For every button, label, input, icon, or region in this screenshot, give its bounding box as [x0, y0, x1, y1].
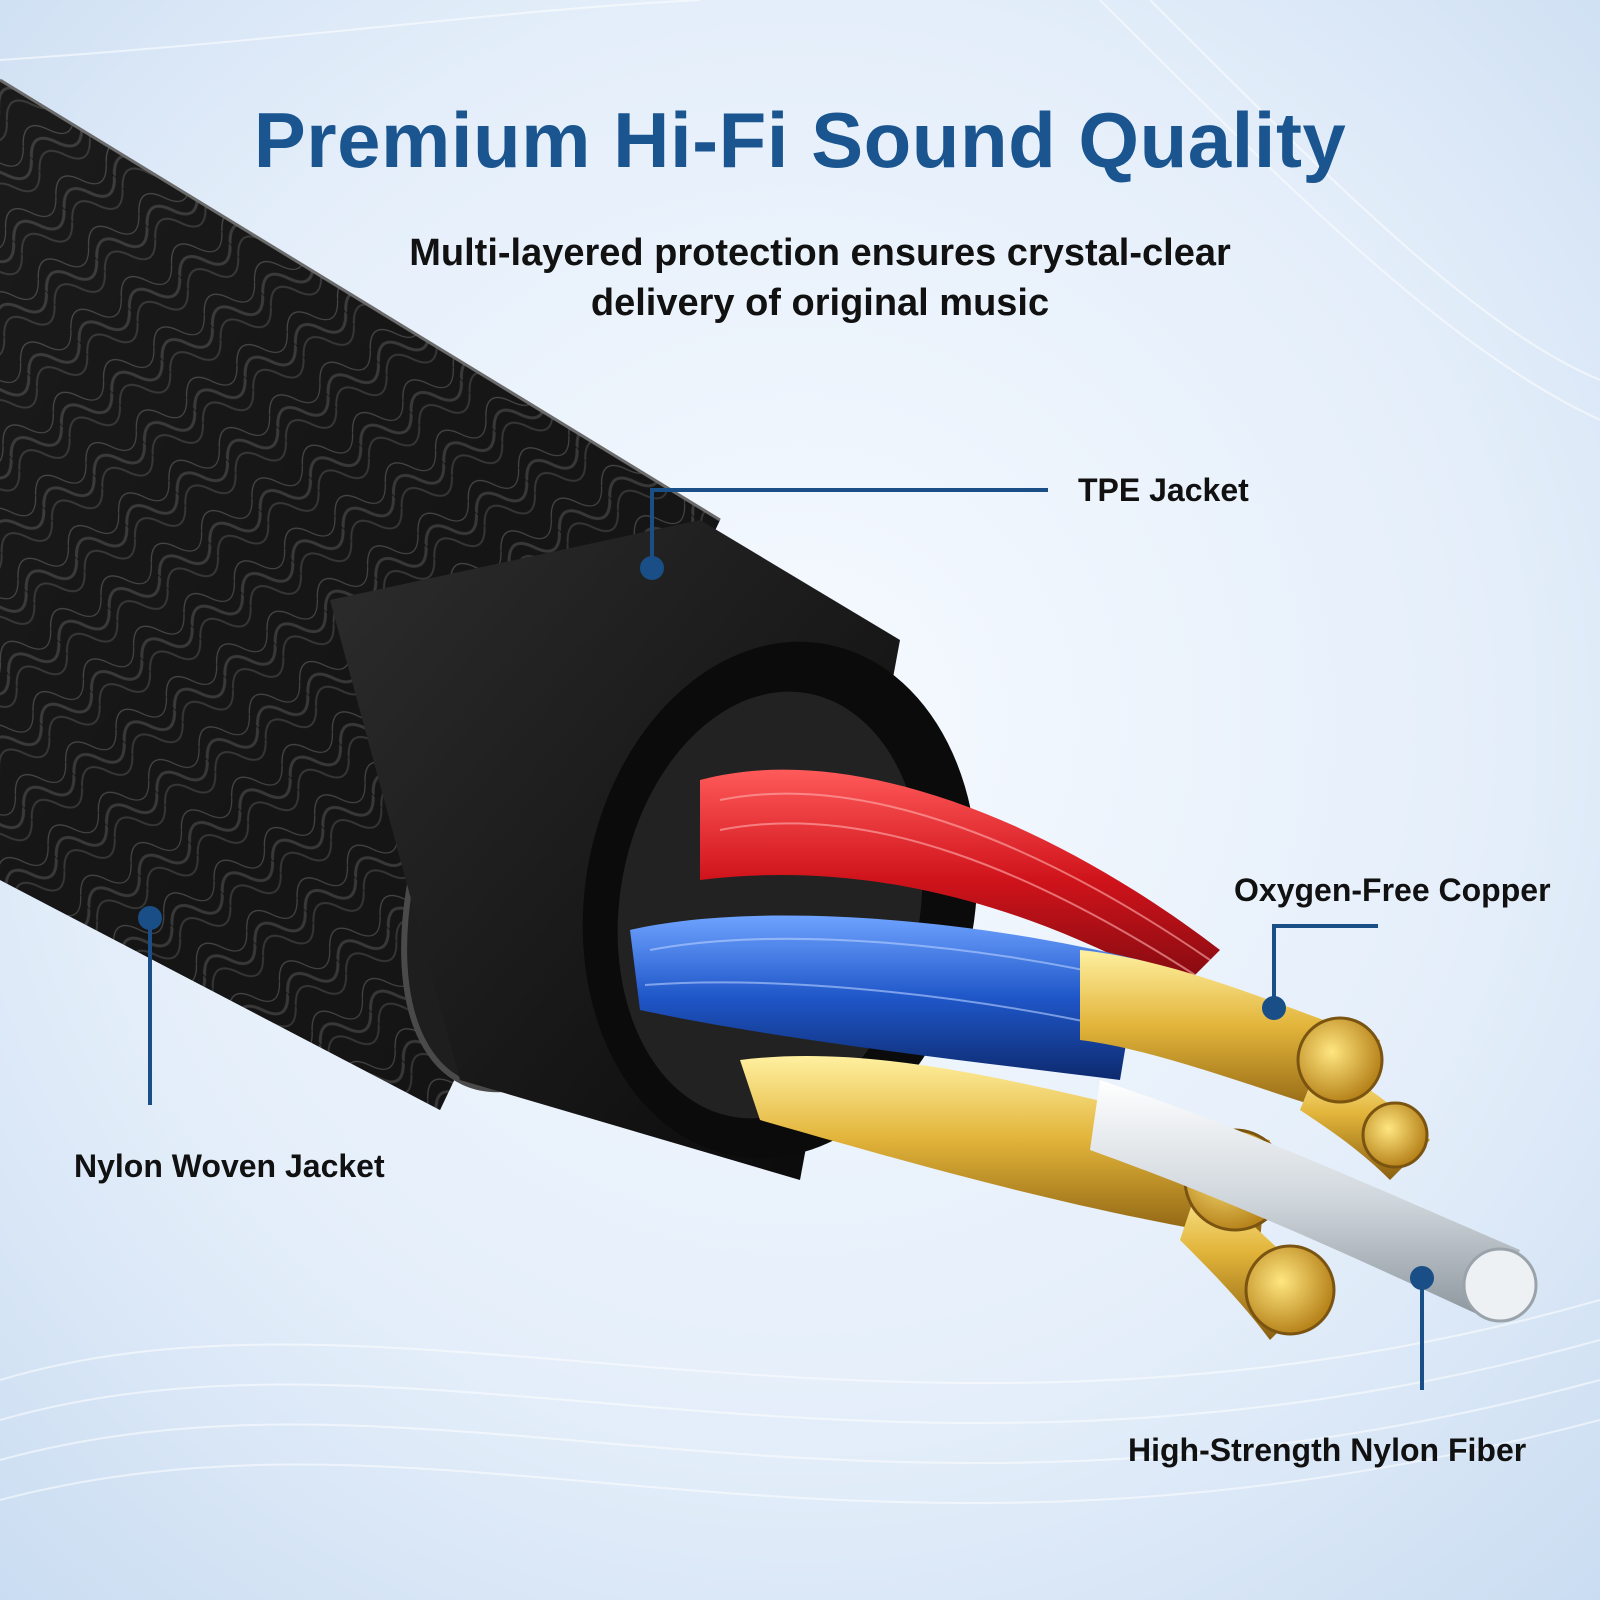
- subheadline-line-2: delivery of original music: [590, 282, 1050, 324]
- callout-tpe-jacket: TPE Jacket: [1078, 472, 1249, 508]
- callout-nylon-woven-jacket: Nylon Woven Jacket: [74, 1148, 385, 1184]
- headline: Premium Hi-Fi Sound Quality: [253, 96, 1347, 184]
- subheadline-line-1: Multi-layered protection ensures crystal…: [409, 232, 1231, 274]
- callout-high-strength-nylon-fiber: High-Strength Nylon Fiber: [1128, 1432, 1527, 1468]
- subheadline: Multi-layered protection ensures crystal…: [0, 228, 1600, 328]
- callout-oxygen-free-copper: Oxygen-Free Copper: [1234, 872, 1551, 908]
